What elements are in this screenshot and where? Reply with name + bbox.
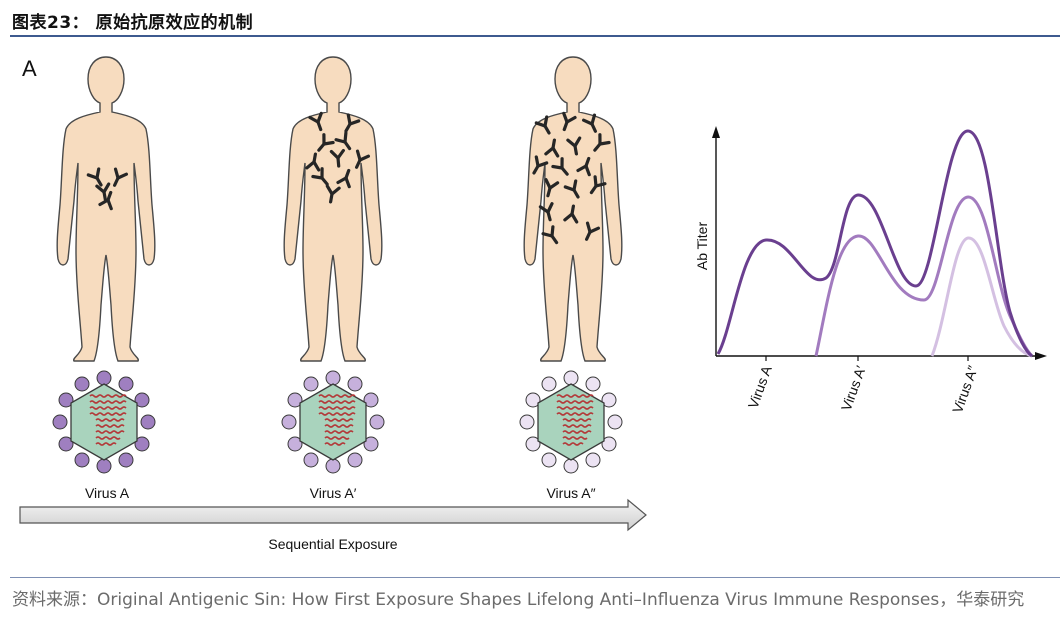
virus-particle-1 bbox=[52, 370, 156, 474]
y-axis-label: Ab Titer bbox=[694, 222, 710, 271]
virus-particle-2 bbox=[281, 370, 385, 474]
x-axis-arrowhead bbox=[1035, 352, 1047, 360]
sequential-exposure-arrow bbox=[19, 498, 647, 532]
title-divider bbox=[10, 35, 1060, 37]
y-axis-arrowhead bbox=[712, 126, 720, 138]
virus-label-3: Virus A″ bbox=[546, 485, 595, 501]
source-note: 资料来源：Original Antigenic Sin: How First E… bbox=[12, 590, 1025, 610]
ab-titer-chart: Ab Titer Virus A Virus A′ Virus A″ bbox=[694, 126, 1047, 415]
panel-letter: A bbox=[22, 56, 37, 81]
x-tick-label-3: Virus A″ bbox=[949, 364, 981, 416]
titer-curve-virus-a-double-prime bbox=[930, 236, 1033, 358]
x-tick-label-1: Virus A bbox=[745, 363, 775, 411]
virus-label-1: Virus A bbox=[85, 485, 130, 501]
titer-curve-virus-a bbox=[716, 129, 1033, 358]
footer-divider bbox=[10, 577, 1060, 578]
human-body-1 bbox=[56, 56, 156, 362]
figure-title: 图表23： 原始抗原效应的机制 bbox=[12, 13, 254, 33]
virus-label-2: Virus A′ bbox=[310, 485, 357, 501]
virus-particle-3 bbox=[519, 370, 623, 474]
exposure-arrow-label: Sequential Exposure bbox=[268, 536, 397, 552]
human-body-3 bbox=[523, 56, 623, 362]
x-tick-label-2: Virus A′ bbox=[838, 363, 869, 413]
human-body-2 bbox=[283, 56, 383, 362]
